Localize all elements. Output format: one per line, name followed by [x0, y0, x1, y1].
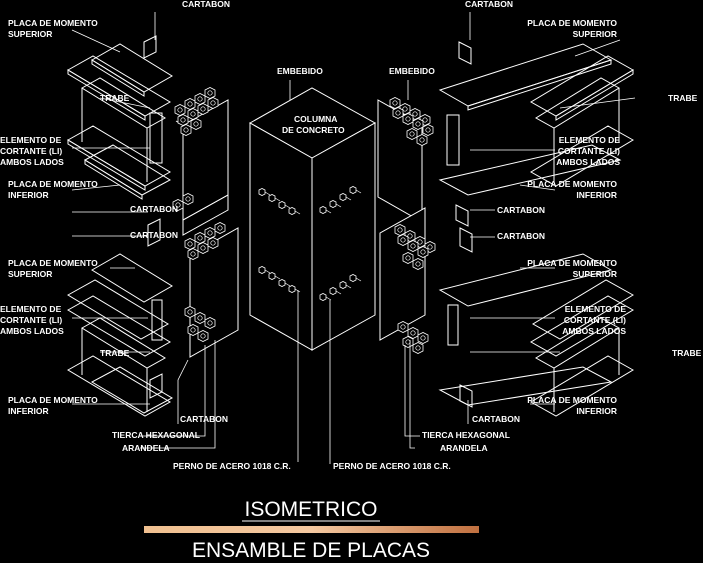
label-cartabon-bottom-right: CARTABON — [472, 414, 520, 424]
main-title: ISOMETRICO — [244, 498, 377, 521]
right-upper-bottom-plate — [438, 144, 622, 196]
label-cartabon-bottom-left: CARTABON — [180, 414, 228, 424]
label-embebido-right: EMBEBIDO — [389, 66, 435, 76]
label-columna-2: DE CONCRETO — [282, 125, 345, 135]
label-placa-sup-left-1: PLACA DE MOMENTO — [8, 18, 98, 28]
label-elem-lower-right-1: ELEMENTO DE — [565, 304, 627, 314]
label-elem-upper-left-2: CORTANTE (LI) — [0, 146, 62, 156]
right-upper-top-plate — [438, 43, 613, 111]
right-upper-cartabon — [455, 41, 472, 227]
label-elem-lower-right-2: CORTANTE (LI) — [564, 315, 626, 325]
label-placa-inf-lower-left-2: INFERIOR — [8, 406, 49, 416]
label-placa-inf-upper-left-2: INFERIOR — [8, 190, 49, 200]
right-lower-beam — [447, 295, 634, 417]
label-placa-sup-right-2: SUPERIOR — [573, 29, 617, 39]
label-placa-inf-upper-left-1: PLACA DE MOMENTO — [8, 179, 98, 189]
right-lower-bottom-plate — [438, 366, 613, 406]
label-cartabon-mid-left-1: CARTABON — [130, 204, 178, 214]
labels-right: CARTABON PLACA DE MOMENTO SUPERIOR TRABE… — [333, 0, 702, 471]
label-placa-sup-lower-right-2: SUPERIOR — [573, 269, 617, 279]
label-perno-left: PERNO DE ACERO 1018 C.R. — [173, 461, 291, 471]
label-elem-upper-right-2: CORTANTE (LI) — [558, 146, 620, 156]
label-embebido-left: EMBEBIDO — [277, 66, 323, 76]
label-placa-sup-right-1: PLACA DE MOMENTO — [527, 18, 617, 28]
left-upper-bottom-plate — [83, 144, 172, 200]
label-arandela-right: ARANDELA — [440, 443, 488, 453]
label-placa-inf-upper-right-1: PLACA DE MOMENTO — [527, 179, 617, 189]
right-upper-beam — [446, 55, 634, 187]
label-elem-upper-left-3: AMBOS LADOS — [0, 157, 64, 167]
label-placa-inf-lower-left-1: PLACA DE MOMENTO — [8, 395, 98, 405]
label-trabe-upper-left: TRABE — [100, 93, 130, 103]
label-elem-upper-right-3: AMBOS LADOS — [556, 157, 620, 167]
label-placa-sup-lower-left-1: PLACA DE MOMENTO — [8, 258, 98, 268]
label-elem-lower-left-1: ELEMENTO DE — [0, 304, 62, 314]
label-tierca-left: TIERCA HEXAGONAL — [112, 430, 200, 440]
left-lower-top-plate — [67, 253, 173, 340]
left-embed-plate-upper — [182, 194, 229, 236]
label-elem-lower-left-3: AMBOS LADOS — [0, 326, 64, 336]
subtitle: ENSAMBLE DE PLACAS — [192, 539, 430, 562]
label-trabe-lower-right: TRABE — [672, 348, 702, 358]
concrete-column — [248, 87, 377, 351]
label-trabe-lower-left: TRABE — [100, 348, 130, 358]
labels-left: CARTABON PLACA DE MOMENTO SUPERIOR TRABE… — [0, 0, 291, 471]
label-placa-inf-lower-right-1: PLACA DE MOMENTO — [527, 395, 617, 405]
label-placa-inf-lower-right-2: INFERIOR — [576, 406, 617, 416]
right-lower-cartabon — [459, 227, 473, 408]
label-placa-inf-upper-right-2: INFERIOR — [576, 190, 617, 200]
label-elem-upper-right-1: ELEMENTO DE — [559, 135, 621, 145]
left-lower-beam — [67, 295, 171, 417]
label-cartabon-top-right: CARTABON — [465, 0, 513, 9]
labels-center: EMBEBIDO EMBEBIDO COLUMNA DE CONCRETO — [277, 66, 435, 135]
title-divider-bar — [144, 526, 479, 533]
left-lower-cartabon — [147, 218, 163, 399]
label-cartabon-top-left: CARTABON — [182, 0, 230, 9]
label-placa-sup-left-2: SUPERIOR — [8, 29, 52, 39]
label-cartabon-mid-left-2: CARTABON — [130, 230, 178, 240]
label-tierca-right: TIERCA HEXAGONAL — [422, 430, 510, 440]
left-lower-end-plate — [189, 227, 239, 358]
label-placa-sup-lower-right-1: PLACA DE MOMENTO — [527, 258, 617, 268]
label-elem-lower-right-3: AMBOS LADOS — [562, 326, 626, 336]
right-lower-top-plate — [438, 253, 634, 340]
label-perno-right: PERNO DE ACERO 1018 C.R. — [333, 461, 451, 471]
label-cartabon-mid-right-2: CARTABON — [497, 231, 545, 241]
label-cartabon-mid-right-1: CARTABON — [497, 205, 545, 215]
label-placa-sup-lower-left-2: SUPERIOR — [8, 269, 52, 279]
left-upper-cartabon — [143, 35, 157, 59]
label-trabe-upper-right: TRABE — [668, 93, 698, 103]
label-arandela-left: ARANDELA — [122, 443, 170, 453]
label-elem-upper-left-1: ELEMENTO DE — [0, 135, 62, 145]
leader-lines — [71, 12, 636, 464]
label-elem-lower-left-2: CORTANTE (LI) — [0, 315, 62, 325]
left-upper-top-plate — [91, 43, 173, 97]
left-upper-beam — [67, 55, 171, 191]
left-lower-bottom-plate — [90, 366, 174, 414]
label-columna-1: COLUMNA — [294, 114, 337, 124]
